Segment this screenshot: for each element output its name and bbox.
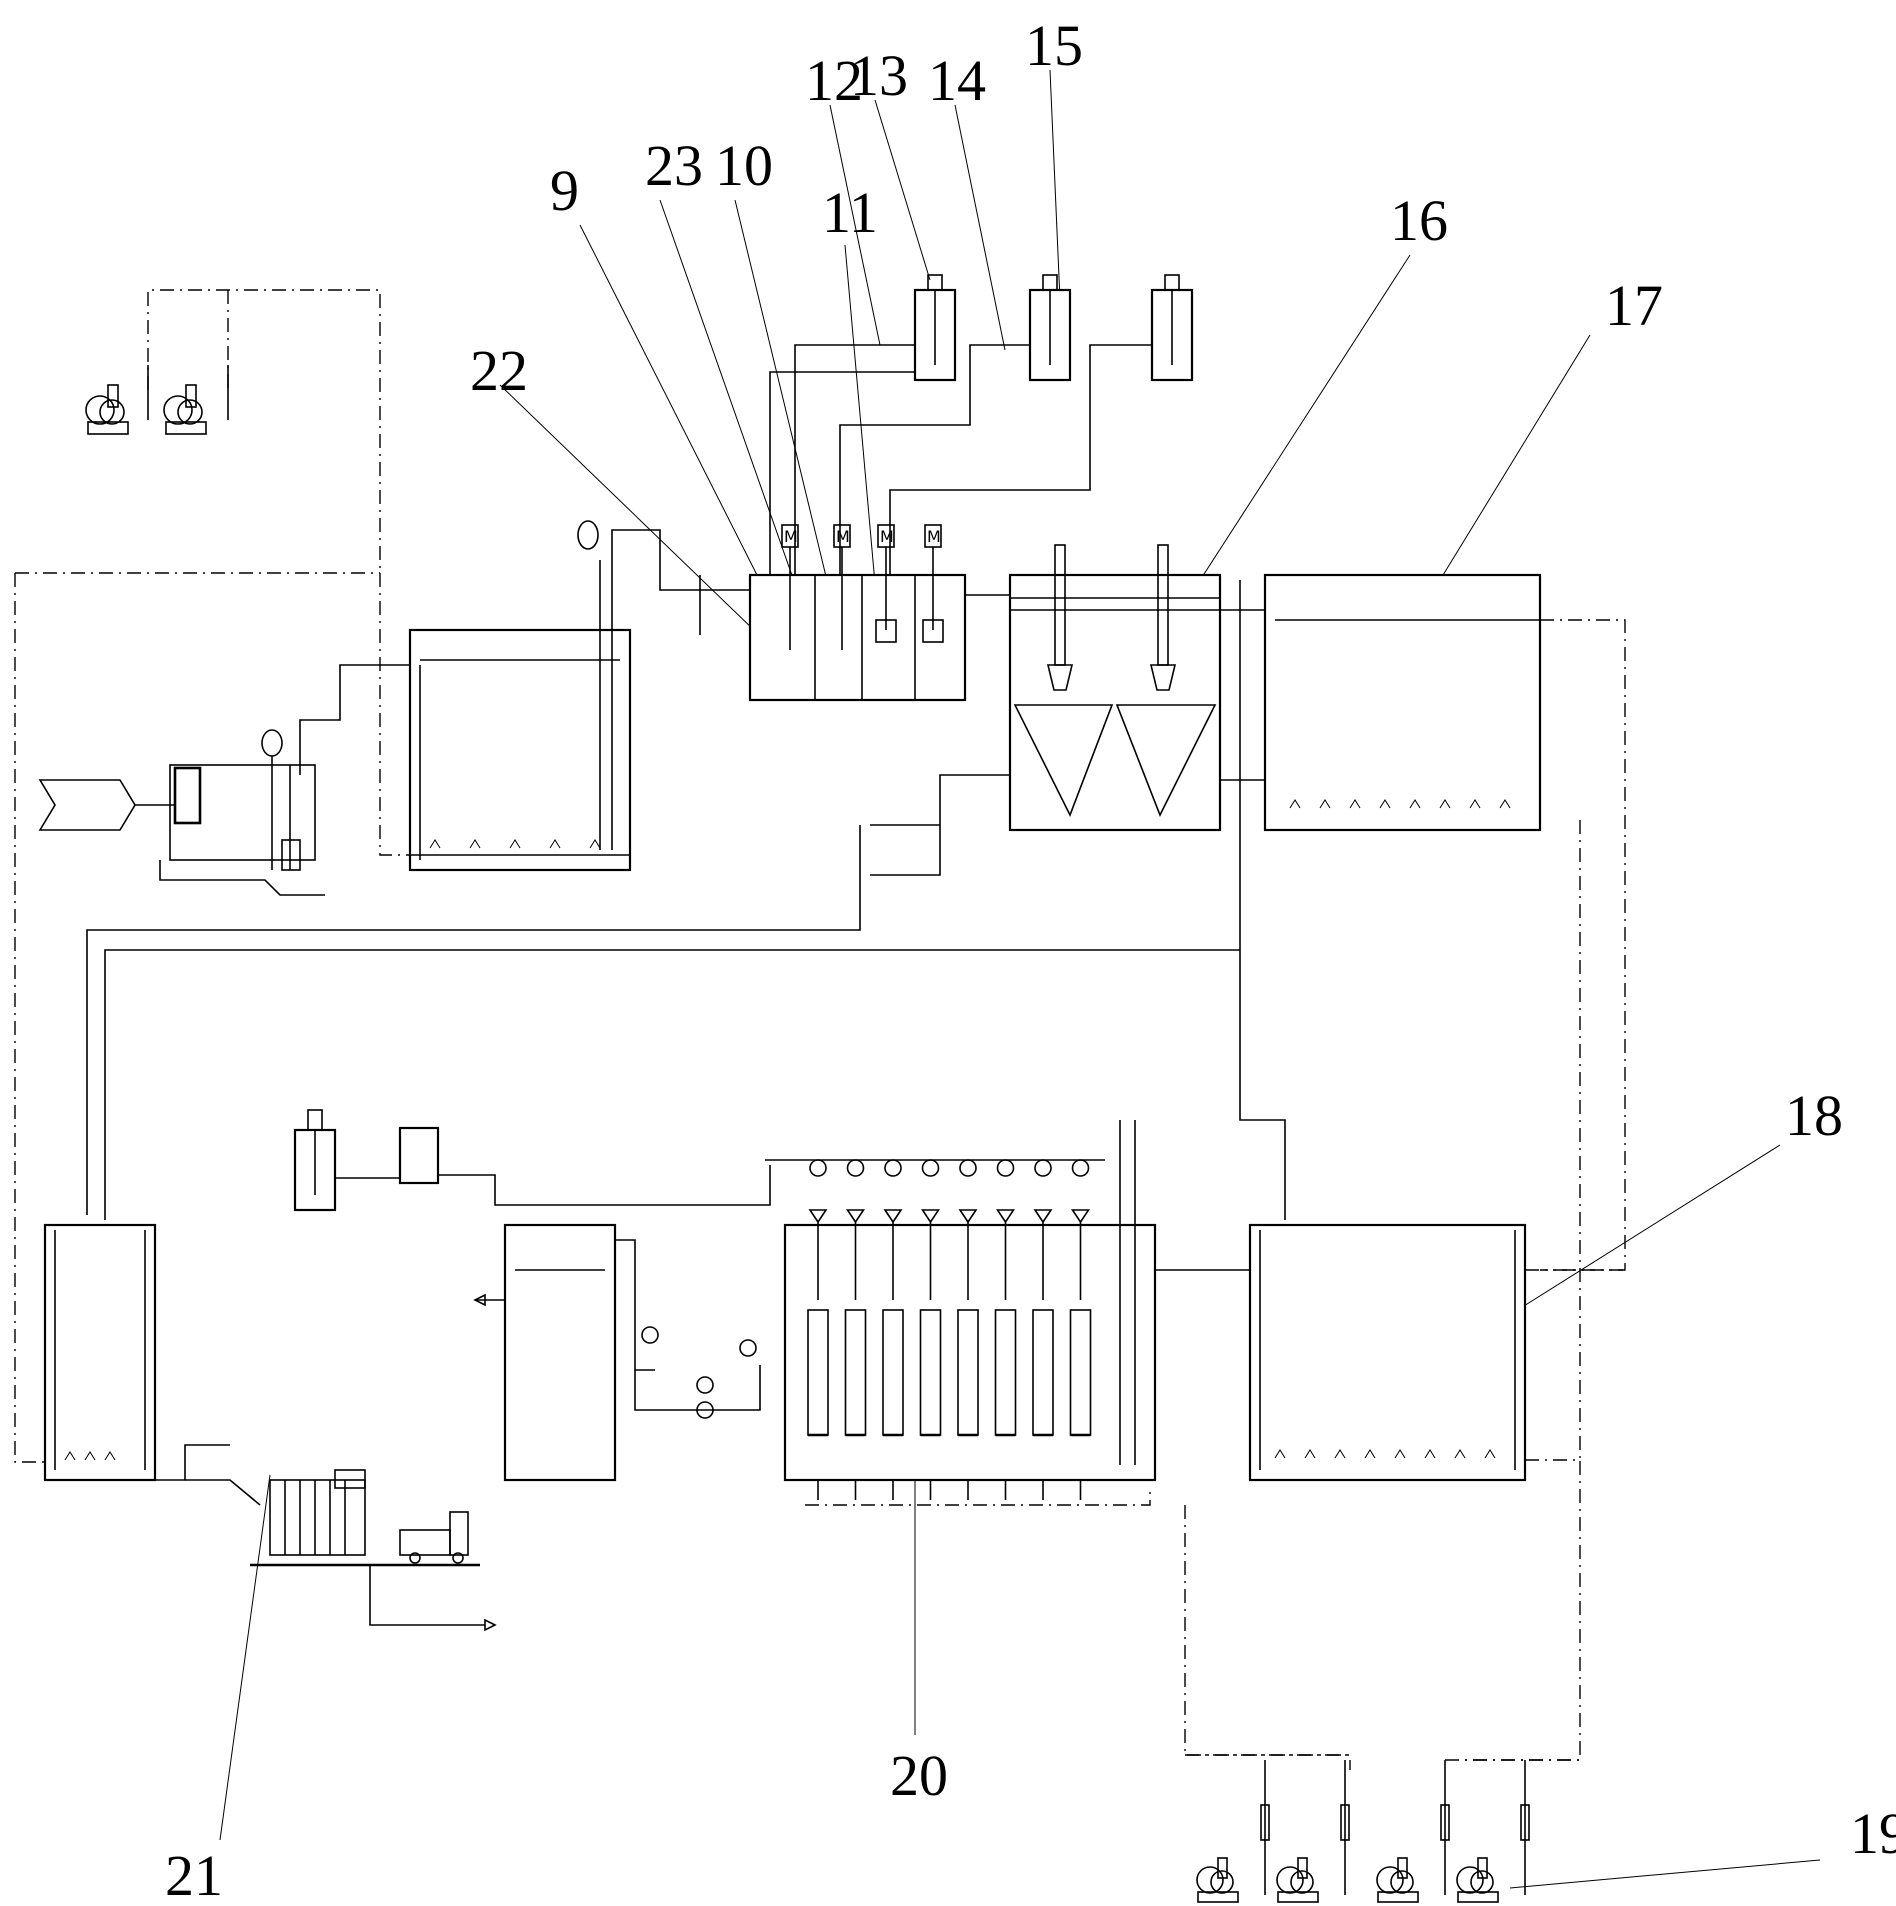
- reaction-tank: M M M M: [699, 524, 1010, 702]
- membrane-modules: [807, 1159, 1092, 1500]
- dosing-tanks: [769, 274, 1194, 575]
- motor-mark: M: [880, 527, 894, 546]
- label-13: 13: [850, 43, 908, 108]
- intermediate-tank: [1220, 573, 1626, 1271]
- truck-icon: [399, 1511, 469, 1564]
- label-21: 21: [165, 1843, 223, 1906]
- label-15: 15: [1025, 13, 1083, 78]
- blower-icon: [1376, 1760, 1450, 1903]
- top-left-blowers: [14, 289, 420, 1463]
- gauge-icon: [959, 1159, 977, 1177]
- label-19: 19: [1850, 1801, 1896, 1866]
- reference-labels: 9 23 10 11 12 13 14 15 16 17 18 19 20 21…: [165, 13, 1896, 1906]
- gauge-icon: [1034, 1159, 1052, 1177]
- inlet-screen: [38, 664, 420, 896]
- label-17: 17: [1605, 273, 1663, 338]
- blower-icon: [1276, 1760, 1350, 1903]
- regulating-tank: [408, 520, 701, 872]
- membrane-tank: [765, 1120, 1351, 1770]
- label-12: 12: [805, 48, 863, 113]
- aerobic-tank: [1248, 820, 1625, 1761]
- gauge-icon: [1071, 1159, 1090, 1177]
- dosing-unit-bottom: [293, 1109, 771, 1212]
- return-lines: [86, 825, 1286, 1220]
- label-14: 14: [928, 48, 986, 113]
- gauge-icon: [996, 1159, 1015, 1177]
- gauge-icon: [846, 1159, 865, 1177]
- motor-mark: M: [927, 527, 941, 546]
- motor-mark: M: [784, 527, 798, 546]
- label-22: 22: [470, 338, 528, 403]
- filter-press: [250, 1469, 497, 1632]
- label-16: 16: [1390, 188, 1448, 253]
- sedimentation-tank: [870, 544, 1222, 876]
- label-23: 23: [645, 133, 703, 198]
- label-9: 9: [550, 158, 579, 223]
- blower-icon: [1456, 1760, 1530, 1903]
- blower-icon: [85, 365, 149, 435]
- gauge-icon: [921, 1159, 940, 1177]
- gauge-icon: [809, 1159, 827, 1177]
- label-20: 20: [890, 1743, 948, 1808]
- label-18: 18: [1785, 1083, 1843, 1148]
- gauge-icon: [884, 1159, 902, 1177]
- bottom-blowers: [1185, 1754, 1580, 1903]
- label-10: 10: [715, 133, 773, 198]
- motor-mark: M: [836, 527, 850, 546]
- leader-lines: [219, 69, 1821, 1889]
- clean-water-tank: [473, 1223, 761, 1482]
- blower-icon: [163, 365, 229, 435]
- blower-icon: [1196, 1760, 1270, 1903]
- label-11: 11: [822, 180, 878, 245]
- sludge-tank: [43, 1223, 261, 1506]
